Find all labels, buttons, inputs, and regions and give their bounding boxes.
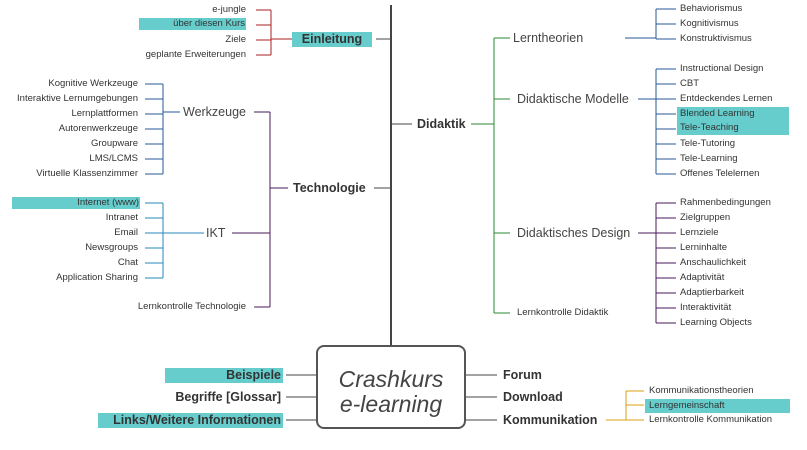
kommunikation-item[interactable]: Lernkontrolle Kommunikation xyxy=(649,414,773,425)
modelle-item[interactable]: Tele-Tutoring xyxy=(680,138,736,149)
einleitung-item-erweiterungen[interactable]: geplante Erweiterungen xyxy=(145,49,246,60)
design-item[interactable]: Adaptivität xyxy=(680,272,725,283)
download-link[interactable]: Download xyxy=(503,390,563,404)
einleitung-item-ziele[interactable]: Ziele xyxy=(225,34,246,45)
werkzeuge-item[interactable]: Virtuelle Klassenzimmer xyxy=(36,168,138,179)
modelle-item[interactable]: CBT xyxy=(680,78,699,89)
design-item[interactable]: Lernziele xyxy=(680,227,719,238)
design-item[interactable]: Zielgruppen xyxy=(680,212,731,223)
einleitung-title[interactable]: Einleitung xyxy=(292,32,372,47)
werkzeuge-item[interactable]: LMS/LCMS xyxy=(89,153,138,164)
ikt-item[interactable]: Application Sharing xyxy=(56,272,138,283)
didaktisches-design-title[interactable]: Didaktisches Design xyxy=(517,226,631,240)
lerntheorien-title[interactable]: Lerntheorien xyxy=(513,31,584,45)
technologie-title[interactable]: Technologie xyxy=(293,181,366,195)
kommunikation-item[interactable]: Kommunikationstheorien xyxy=(649,385,754,396)
modelle-item-tele-teaching[interactable]: Tele-Teaching xyxy=(677,121,789,135)
center-title-box: Crashkurs e-learning xyxy=(316,345,466,429)
kommunikation-link[interactable]: Kommunikation xyxy=(503,413,598,427)
links-weitere-informationen[interactable]: Links/Weitere Informationen xyxy=(98,413,283,428)
ikt-item[interactable]: Chat xyxy=(117,257,138,268)
werkzeuge-item[interactable]: Lernplattformen xyxy=(71,108,138,119)
lerntheorien-item[interactable]: Konstruktivismus xyxy=(680,33,752,44)
einleitung-item-kurs[interactable]: über diesen Kurs xyxy=(139,18,246,30)
ikt-item-internet[interactable]: Internet (www) xyxy=(12,197,140,209)
modelle-item[interactable]: Entdeckendes Lernen xyxy=(680,93,773,104)
center-title-line2: e-learning xyxy=(339,391,443,417)
beispiele-link[interactable]: Beispiele xyxy=(165,368,283,383)
center-title-line1: Crashkurs xyxy=(338,366,444,392)
lernkontrolle-didaktik[interactable]: Lernkontrolle Didaktik xyxy=(517,307,609,318)
einleitung-item-e-jungle[interactable]: e-jungle xyxy=(212,4,246,15)
ikt-item[interactable]: Email xyxy=(114,227,138,238)
didaktische-modelle-title[interactable]: Didaktische Modelle xyxy=(517,92,629,106)
kommunikation-item-lerngemeinschaft[interactable]: Lerngemeinschaft xyxy=(645,399,790,413)
design-item[interactable]: Learning Objects xyxy=(680,317,752,328)
werkzeuge-item[interactable]: Interaktive Lernumgebungen xyxy=(17,93,138,104)
design-item[interactable]: Interaktivität xyxy=(680,302,732,313)
werkzeuge-title[interactable]: Werkzeuge xyxy=(183,105,246,119)
begriffe-link[interactable]: Begriffe [Glossar] xyxy=(175,390,281,404)
design-item[interactable]: Adaptierbarkeit xyxy=(680,287,744,298)
modelle-item[interactable]: Instructional Design xyxy=(680,63,764,74)
lernkontrolle-technologie[interactable]: Lernkontrolle Technologie xyxy=(137,301,246,312)
modelle-item[interactable]: Offenes Telelernen xyxy=(680,168,760,179)
lerntheorien-item[interactable]: Kognitivismus xyxy=(680,18,739,29)
modelle-item[interactable]: Tele-Learning xyxy=(680,153,738,164)
werkzeuge-item[interactable]: Kognitive Werkzeuge xyxy=(48,78,138,89)
ikt-item[interactable]: Intranet xyxy=(105,212,138,223)
didaktik-title[interactable]: Didaktik xyxy=(417,117,466,131)
ikt-title[interactable]: IKT xyxy=(206,226,226,240)
design-item[interactable]: Lerninhalte xyxy=(680,242,728,253)
design-item[interactable]: Rahmenbedingungen xyxy=(680,197,771,208)
ikt-item[interactable]: Newsgroups xyxy=(85,242,138,253)
forum-link[interactable]: Forum xyxy=(503,368,542,382)
design-item[interactable]: Anschaulichkeit xyxy=(680,257,747,268)
lerntheorien-item[interactable]: Behaviorismus xyxy=(680,3,743,14)
werkzeuge-item[interactable]: Autorenwerkzeuge xyxy=(58,123,138,134)
modelle-item-blended-learning[interactable]: Blended Learning xyxy=(677,107,789,121)
werkzeuge-item[interactable]: Groupware xyxy=(91,138,138,149)
